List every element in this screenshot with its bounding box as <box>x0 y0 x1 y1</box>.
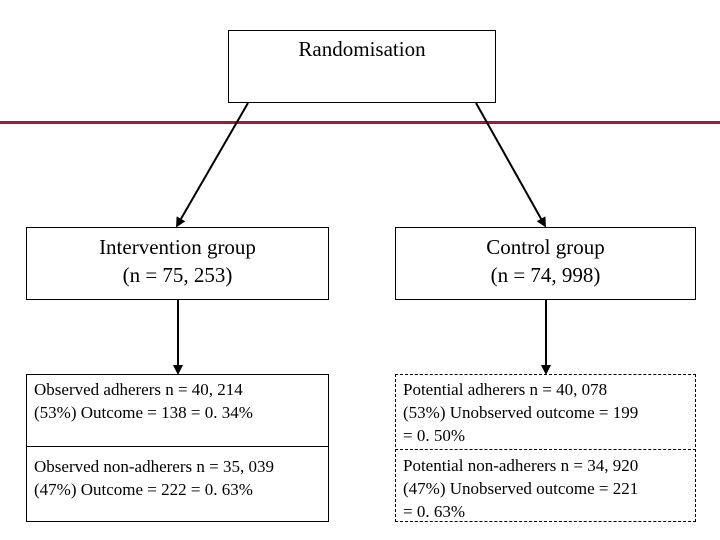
potential-non-adherers-cell: Potential non-adherers n = 34, 920 (47%)… <box>403 456 639 521</box>
control-group-box: Control group (n = 74, 998) <box>395 227 696 300</box>
observed-non-adherers-cell: Observed non-adherers n = 35, 039 (47%) … <box>34 457 274 499</box>
potential-panel-divider <box>395 449 696 450</box>
intervention-group-n: (n = 75, 253) <box>122 263 233 287</box>
arrow-to-control <box>475 102 546 228</box>
randomisation-box: Randomisation <box>228 30 496 103</box>
observed-panel-divider <box>26 446 329 447</box>
potential-outcomes-panel <box>395 374 696 522</box>
arrow-to-intervention <box>175 102 249 228</box>
intervention-group-box: Intervention group (n = 75, 253) <box>26 227 329 300</box>
potential-adherers-cell: Potential adherers n = 40, 078 (53%) Uno… <box>403 380 639 445</box>
control-group-title: Control group <box>486 235 605 259</box>
observed-adherers-cell: Observed adherers n = 40, 214 (53%) Outc… <box>34 380 253 422</box>
randomisation-label: Randomisation <box>298 37 426 61</box>
intervention-group-title: Intervention group <box>99 235 256 259</box>
title-divider-rule <box>0 121 720 124</box>
observed-outcomes-panel <box>26 374 329 522</box>
control-group-n: (n = 74, 998) <box>490 263 601 287</box>
